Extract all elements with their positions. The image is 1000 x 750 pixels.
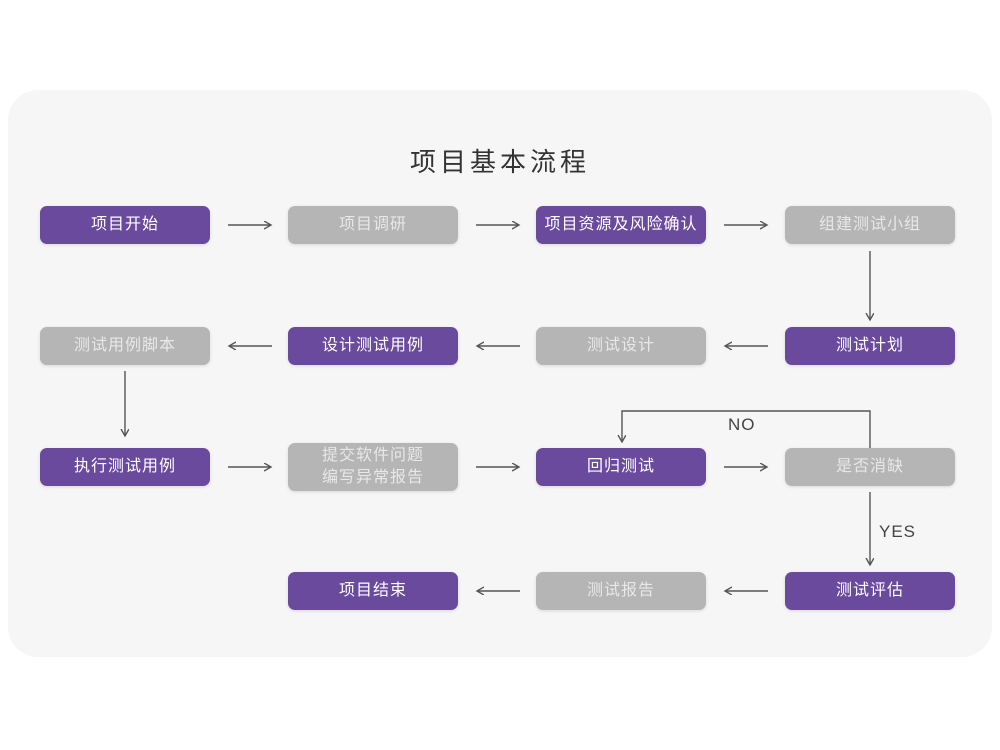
node-build-test-team: 组建测试小组 [785,206,955,244]
node-defect-cleared-decision: 是否消缺 [785,448,955,486]
node-submit-issue-report: 提交软件问题 编写异常报告 [288,443,458,491]
node-test-case-script: 测试用例脚本 [40,327,210,365]
node-project-start: 项目开始 [40,206,210,244]
edge-label-yes: YES [879,522,917,541]
node-design-test-case: 设计测试用例 [288,327,458,365]
node-test-evaluation: 测试评估 [785,572,955,610]
node-regression-test: 回归测试 [536,448,706,486]
node-resource-risk-confirm: 项目资源及风险确认 [536,206,706,244]
node-test-plan: 测试计划 [785,327,955,365]
node-execute-test-case: 执行测试用例 [40,448,210,486]
edge-label-no: NO [728,415,756,434]
node-project-end: 项目结束 [288,572,458,610]
node-test-design: 测试设计 [536,327,706,365]
node-project-research: 项目调研 [288,206,458,244]
page-title: 项目基本流程 [409,147,590,177]
flowchart-card [8,90,992,657]
node-test-report: 测试报告 [536,572,706,610]
